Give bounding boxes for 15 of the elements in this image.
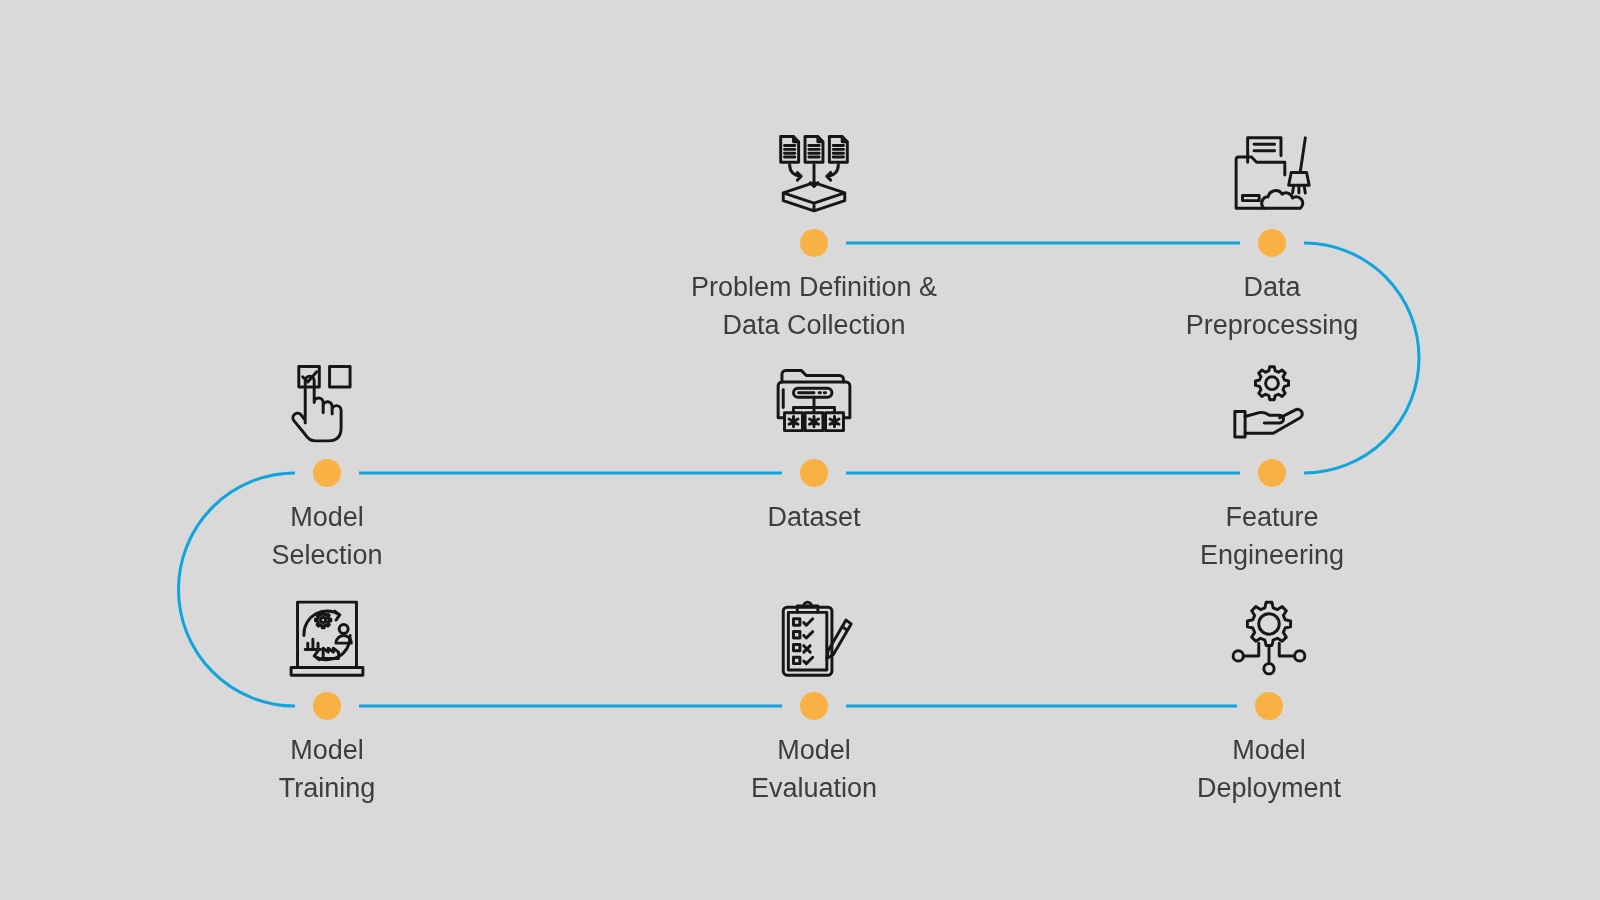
connector-line — [846, 241, 1240, 245]
connector-line — [359, 704, 782, 708]
connector-line — [1303, 241, 1421, 475]
step-label: Problem Definition & Data Collection — [689, 271, 939, 342]
step-label: Model Evaluation — [750, 734, 878, 805]
connector-line — [846, 471, 1240, 475]
connector-line — [846, 704, 1237, 708]
step-label: Data Preprocessing — [1185, 271, 1359, 342]
connector-line — [177, 471, 296, 708]
step-label: Feature Engineering — [1199, 501, 1345, 572]
step-label: Model Selection — [271, 501, 383, 572]
connector-line — [359, 471, 782, 475]
step-label: Dataset — [767, 501, 861, 534]
step-label: Model Training — [278, 734, 376, 805]
step-label: Model Deployment — [1196, 734, 1342, 805]
